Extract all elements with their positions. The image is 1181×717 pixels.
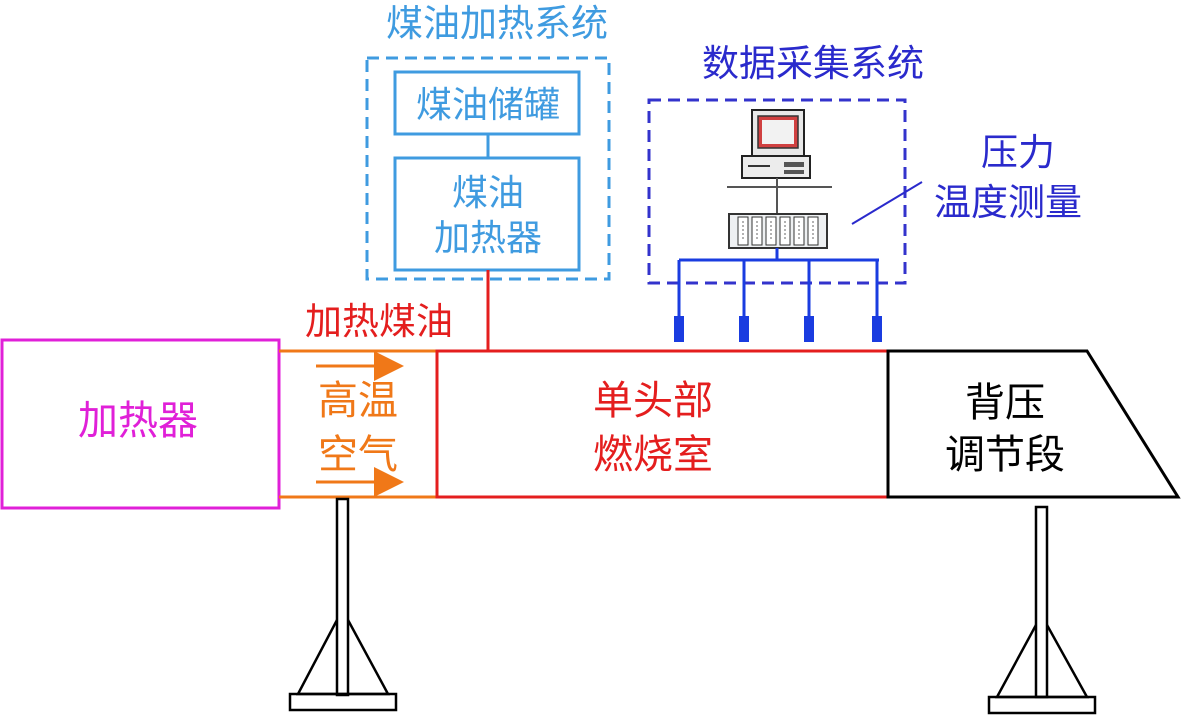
kerosene-heating-system: 煤油加热系统 煤油储罐 煤油 加热器 <box>365 2 611 281</box>
heater-box <box>0 338 281 510</box>
computer-icon <box>741 109 811 179</box>
sensor-probe <box>674 316 684 342</box>
hot-air-section: 高温 空气 <box>279 349 437 499</box>
kerosene-heater-label-1: 煤油 <box>452 173 524 214</box>
kerosene-system-title: 煤油加热系统 <box>386 2 608 45</box>
measurement-label-1: 压力 <box>981 131 1055 174</box>
combustion-chamber-label-2: 燃烧室 <box>593 432 713 478</box>
kerosene-tank-label: 煤油储罐 <box>416 85 560 126</box>
kerosene-heater-label-2: 加热器 <box>434 218 542 259</box>
heated-kerosene-label: 加热煤油 <box>305 300 453 343</box>
back-pressure-label-1: 背压 <box>965 380 1045 426</box>
measurement-label-2: 温度测量 <box>934 181 1082 224</box>
measurement-callout-line <box>851 181 923 225</box>
data-acquisition-system: 数据采集系统 <box>647 42 924 342</box>
combustion-chamber-label-1: 单头部 <box>593 378 713 424</box>
sensor-wiring <box>677 248 879 318</box>
hot-air-label-1: 高温 <box>318 378 398 424</box>
sensor-probe <box>804 316 814 342</box>
heater-label: 加热器 <box>78 398 198 444</box>
daq-module-icon <box>728 213 828 249</box>
sensor-probe <box>739 316 749 342</box>
sensor-probe <box>872 316 882 342</box>
left-support-stand <box>288 497 398 712</box>
kerosene-system-boundary <box>365 56 611 281</box>
right-support-stand <box>987 505 1097 715</box>
hot-air-label-2: 空气 <box>318 432 398 478</box>
back-pressure-label-2: 调节段 <box>945 432 1065 478</box>
data-system-title: 数据采集系统 <box>702 42 924 85</box>
back-pressure-section <box>886 349 1181 499</box>
